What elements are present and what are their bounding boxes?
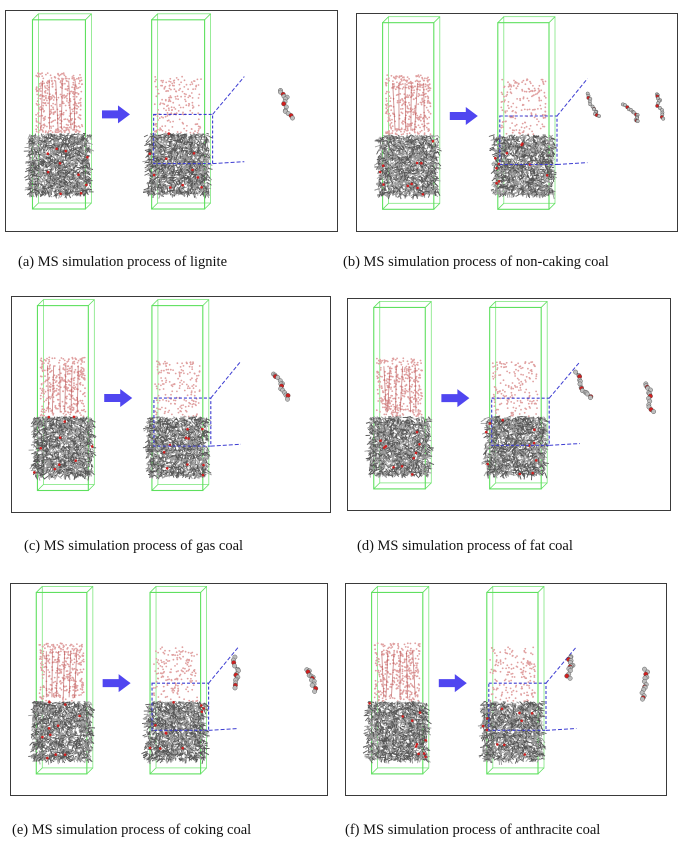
panel-f-cell-initial (371, 586, 430, 775)
panel-f-coal-initial (362, 700, 432, 764)
caption-d: (d) MS simulation process of fat coal (357, 538, 573, 555)
panel-c-water-final (154, 360, 201, 418)
caption-b: (b) MS simulation process of non-caking … (343, 254, 609, 271)
panel-c-fragment-1 (271, 371, 291, 402)
panel-e-cell-initial (35, 586, 94, 775)
panel-c (11, 296, 331, 513)
panel-b-cell-initial (382, 16, 441, 210)
panel-e-water-initial (38, 642, 85, 702)
panel-d-water-final (491, 361, 539, 418)
panel-b-fragment-1 (585, 91, 601, 119)
panel-b-water-initial (384, 74, 432, 136)
panel-e-coal-initial (28, 700, 96, 765)
panel-e-water-final (152, 646, 199, 703)
panel-e-fragment-1 (230, 654, 241, 691)
panel-b-illustration (373, 16, 666, 210)
caption-f: (f) MS simulation process of anthracite … (345, 822, 600, 839)
panel-b-selection (499, 78, 588, 166)
panel-e (10, 583, 328, 796)
panel-c-illustration (28, 299, 291, 492)
panel-d-water-initial (375, 357, 424, 418)
panel-f-fragment-2 (639, 666, 650, 702)
panel-a-fragment-1 (278, 88, 295, 121)
panel-c-coal-final (142, 416, 213, 480)
panel-f-water-initial (373, 642, 421, 703)
panel-e-illustration (28, 586, 319, 775)
panel-a-illustration (23, 13, 295, 210)
panel-a-water-initial (35, 72, 84, 134)
panel-e-fragment-2 (304, 667, 319, 694)
panel-f-fragment-1 (564, 654, 576, 681)
panel-d-fragment-2 (643, 381, 656, 415)
panel-a (5, 10, 338, 232)
panel-a-arrow-icon (101, 105, 130, 124)
panel-f-coal-final (477, 700, 547, 765)
panel-f-arrow-icon (438, 674, 467, 693)
panel-f (345, 583, 667, 796)
panel-c-cell-final (151, 299, 210, 492)
panel-b-coal-initial (373, 134, 442, 200)
caption-e: (e) MS simulation process of coking coal (12, 822, 251, 839)
panel-d-arrow-icon (441, 389, 470, 408)
panel-d-coal-initial (364, 415, 435, 479)
panel-b-arrow-icon (449, 106, 478, 125)
panel-a-water-final (153, 75, 202, 134)
panel-f-cell-final (486, 586, 545, 775)
panel-b-fragment-3 (654, 92, 666, 121)
panel-c-coal-initial (28, 415, 97, 481)
panel-d-cell-initial (373, 301, 432, 490)
panel-d-illustration (364, 301, 656, 490)
panel-e-coal-final (141, 700, 210, 765)
caption-c: (c) MS simulation process of gas coal (24, 538, 243, 555)
panel-f-selection (488, 646, 577, 731)
panel-c-arrow-icon (104, 389, 133, 408)
panel-b-water-final (500, 78, 547, 136)
panel-a-coal-final (142, 132, 213, 199)
panel-d-selection (491, 361, 581, 446)
panel-d-coal-final (480, 415, 550, 481)
panel-b (356, 13, 678, 232)
panel-d-fragment-1 (573, 369, 594, 401)
panel-c-selection (153, 360, 242, 447)
panel-e-arrow-icon (102, 674, 131, 693)
panel-f-water-final (489, 646, 536, 702)
panel-e-cell-final (149, 586, 207, 775)
panel-d (347, 298, 671, 511)
panel-f-illustration (362, 586, 650, 775)
panel-e-selection (151, 646, 239, 731)
panel-b-cell-final (497, 16, 556, 210)
panel-a-cell-initial (31, 13, 92, 210)
panel-a-coal-initial (23, 133, 95, 199)
panel-c-water-initial (39, 356, 87, 418)
caption-a: (a) MS simulation process of lignite (18, 254, 227, 271)
panel-b-coal-final (488, 134, 558, 200)
panel-a-selection (153, 76, 245, 165)
panel-b-fragment-2 (620, 102, 640, 124)
panel-d-cell-final (489, 301, 548, 490)
